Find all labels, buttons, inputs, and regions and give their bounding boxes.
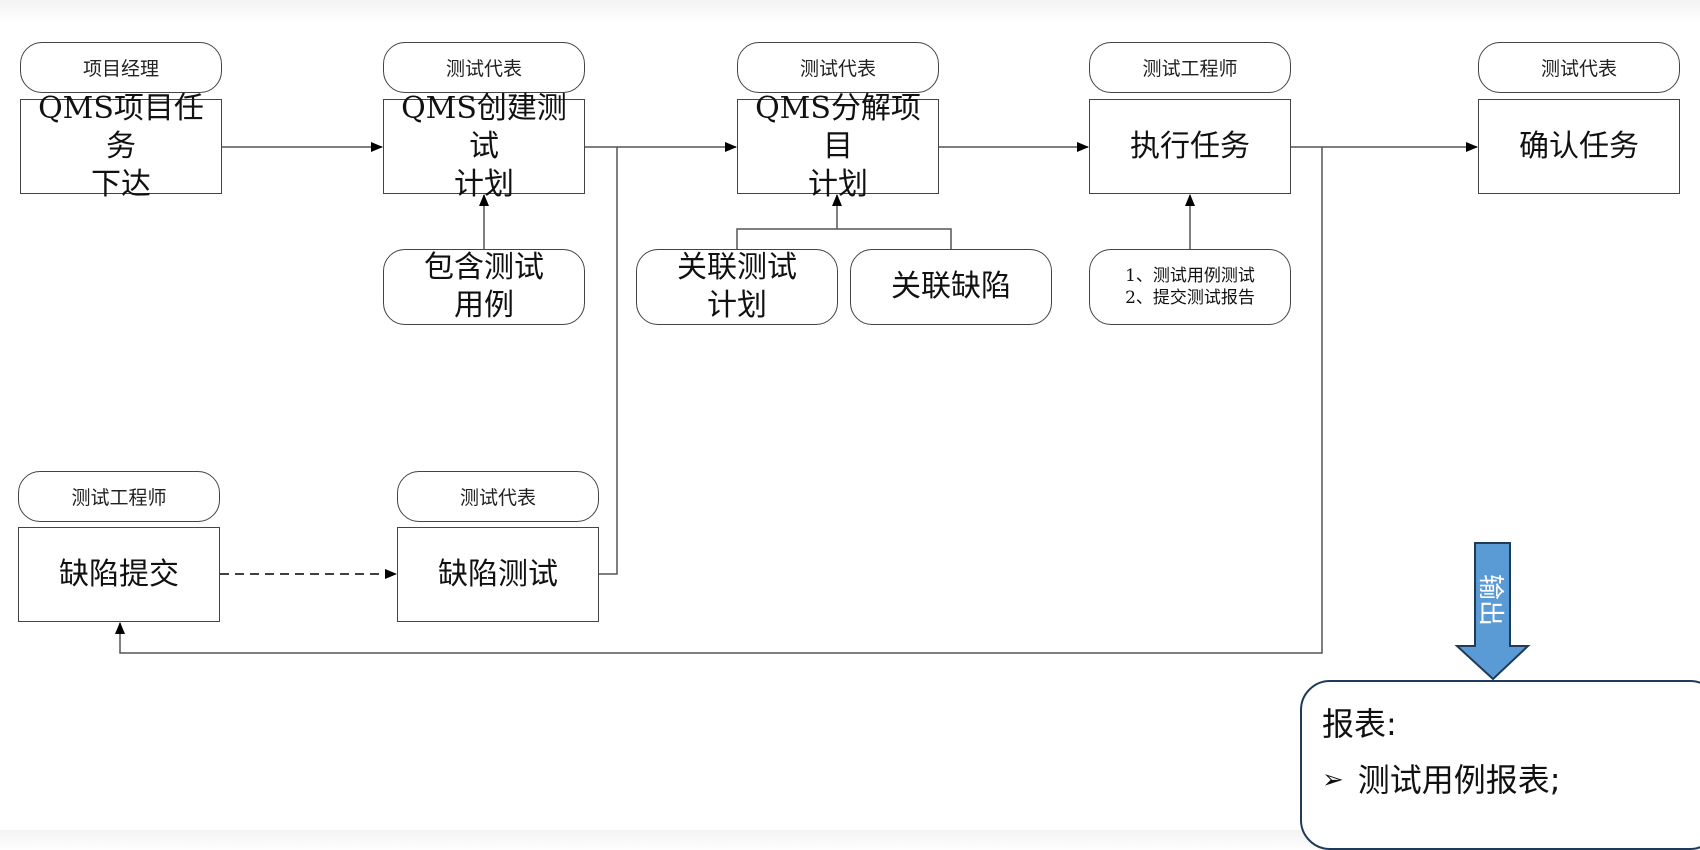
step-text: 缺陷测试	[438, 556, 558, 592]
step-text: QMS创建测试	[401, 90, 567, 164]
report-title: 报表:	[1322, 705, 1397, 743]
step-text: 缺陷提交	[59, 556, 179, 592]
output-report-box: 报表: ➢ 测试用例报表;	[1300, 680, 1700, 850]
role-label-test-representative: 测试代表	[397, 471, 599, 522]
role-label-test-representative: 测试代表	[383, 42, 585, 93]
step-submit-defect: 缺陷提交	[18, 527, 220, 622]
note-text: 关联测试	[677, 250, 797, 285]
report-item-text: 测试用例报表;	[1357, 761, 1561, 799]
step-test-defect: 缺陷测试	[397, 527, 599, 622]
feedback-execute-to-defect-submit	[115, 147, 1323, 654]
note-text: 2、提交测试报告	[1125, 288, 1255, 308]
role-label-test-engineer: 测试工程师	[18, 471, 220, 522]
role-label-test-representative: 测试代表	[1478, 42, 1680, 93]
step-create-test-plan: QMS创建测试计划	[383, 91, 585, 202]
bracket-decompose-inputs	[736, 228, 952, 249]
step-text: 计划	[454, 166, 514, 202]
note-text: 包含测试	[424, 250, 544, 285]
process-flow-diagram: 项目经理 QMS项目任务下达 测试代表 QMS创建测试计划 包含测试用例 测试代…	[18, 42, 1700, 850]
step-decompose-project-plan: QMS分解项目计划	[737, 91, 939, 202]
connectors	[115, 142, 1531, 681]
role-label-test-representative: 测试代表	[737, 42, 939, 93]
input-link-test-plan: 关联测试计划	[636, 249, 838, 325]
line-defect-test-to-decompose	[599, 147, 618, 575]
step-assign-project-task: QMS项目任务下达	[20, 91, 222, 202]
step-confirm-task: 确认任务	[1478, 99, 1680, 194]
output-arrow	[1454, 542, 1531, 681]
note-text: 用例	[454, 288, 514, 323]
step-text: 执行任务	[1130, 128, 1250, 164]
step-text: 下达	[91, 166, 151, 202]
report-list-item: ➢ 测试用例报表;	[1322, 760, 1700, 800]
note-text: 关联缺陷	[891, 269, 1011, 304]
step-text: 确认任务	[1519, 128, 1639, 164]
input-include-test-cases: 包含测试用例	[383, 249, 585, 325]
role-label-project-manager: 项目经理	[20, 42, 222, 93]
input-link-defects: 关联缺陷	[850, 249, 1052, 325]
role-label-test-engineer: 测试工程师	[1089, 42, 1291, 93]
step-execute-task: 执行任务	[1089, 99, 1291, 194]
note-text: 计划	[707, 288, 767, 323]
step-text: QMS项目任务	[38, 90, 204, 164]
note-text: 1、测试用例测试	[1125, 266, 1255, 286]
output-arrow-label: 输出	[1475, 573, 1505, 626]
arrow-bullet-icon: ➢	[1322, 765, 1344, 795]
step-text: 计划	[808, 166, 868, 202]
step-text: QMS分解项目	[755, 90, 921, 164]
